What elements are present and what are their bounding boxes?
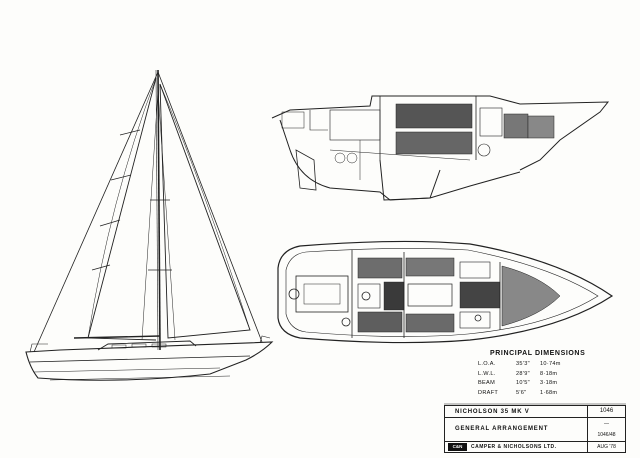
vessel-name-cell: NICHOLSON 35 MK V <box>445 406 588 418</box>
dimension-metres: 3·18m <box>540 380 558 386</box>
dimension-metres: 8·18m <box>540 370 558 377</box>
dimension-feet: 5'6" <box>516 389 527 396</box>
company-cell: C&N CAMPER & NICHOLSONS LTD. <box>445 442 588 453</box>
dimension-label: BEAM <box>478 380 496 386</box>
dimension-metres: 10·74m <box>540 361 561 367</box>
inboard-profile <box>271 95 610 201</box>
drawing-number: 1046 <box>599 408 614 414</box>
revision-cell: — 1046/48 <box>588 418 625 442</box>
date-cell: AUG '78 <box>588 442 625 453</box>
revision-dash: — <box>604 421 609 427</box>
company-logo: C&N <box>448 443 467 451</box>
dimension-label: L.O.A. <box>478 361 496 367</box>
drawing-ref: 1046/48 <box>597 432 616 438</box>
dimension-metres: 1·68m <box>540 389 558 396</box>
drawing-title: GENERAL ARRANGEMENT <box>455 426 549 432</box>
dimension-label: DRAFT <box>478 389 499 396</box>
vessel-name: NICHOLSON 35 MK V <box>455 409 530 415</box>
dimension-row: DRAFT 5'6" 1·68m <box>478 389 628 399</box>
dimension-row: L.O.A. 35'3" 10·74m <box>478 360 628 370</box>
dimension-label: L.W.L. <box>478 370 496 377</box>
title-block: NICHOLSON 35 MK V 1046 GENERAL ARRANGEME… <box>444 405 626 453</box>
principal-dimensions-table: PRINCIPAL DIMENSIONS L.O.A. 35'3" 10·74m… <box>478 350 628 398</box>
dimension-feet: 35'3" <box>516 361 530 367</box>
company-name: CAMPER & NICHOLSONS LTD. <box>471 444 557 450</box>
drawing-title-cell: GENERAL ARRANGEMENT <box>445 418 588 442</box>
drawing-date: AUG '78 <box>597 444 616 450</box>
principal-dimensions-title: PRINCIPAL DIMENSIONS <box>490 350 586 357</box>
sail-plan <box>25 69 274 381</box>
dimension-feet: 28'9" <box>516 370 530 377</box>
accommodation-plan <box>277 240 614 344</box>
dimension-feet: 10'5" <box>516 380 530 386</box>
drawing-number-cell: 1046 <box>588 406 625 418</box>
dimension-row: L.W.L. 28'9" 8·18m <box>478 370 628 380</box>
dimension-row: BEAM 10'5" 3·18m <box>478 379 628 389</box>
